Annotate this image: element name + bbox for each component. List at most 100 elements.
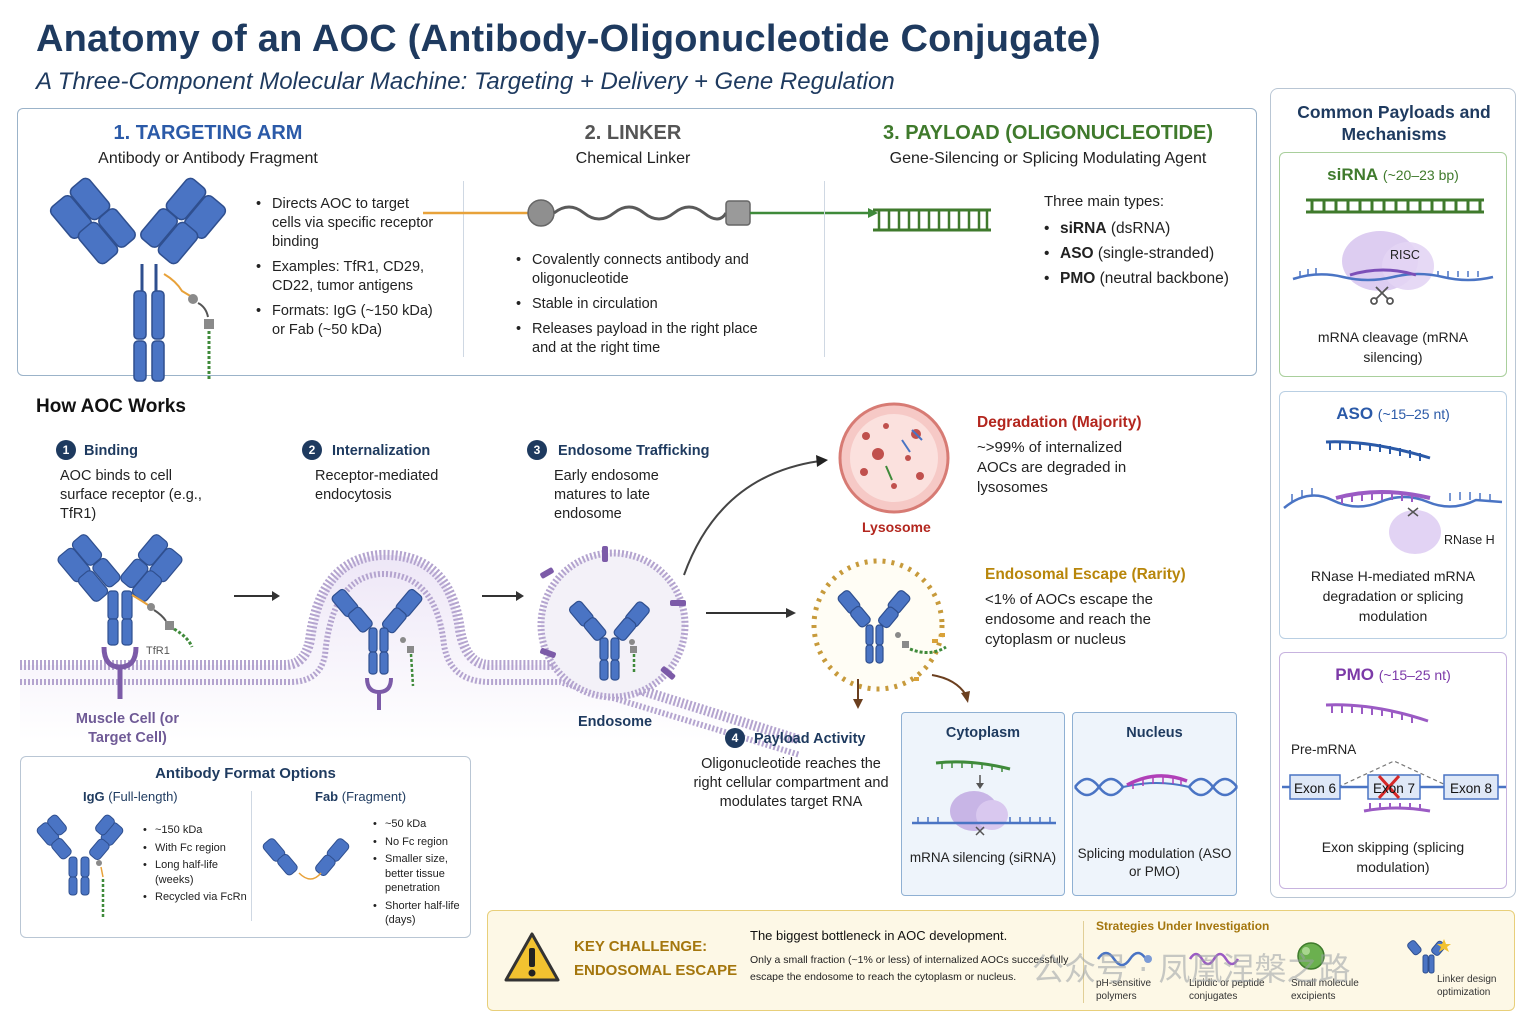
lipid-peptide-icon	[1188, 952, 1240, 966]
linker-icon	[423, 199, 878, 227]
step-2-desc: Receptor-mediated endocytosis	[315, 468, 439, 503]
challenge-label: KEY CHALLENGE: ENDOSOMAL ESCAPE	[574, 938, 738, 979]
payload-types-list: siRNA (dsRNA) ASO (single-stranded) PMO …	[1044, 219, 1254, 294]
arrow-icon	[234, 591, 280, 601]
aso-card: ASO (~15–25 nt) RNase H RNase H-mediated…	[1279, 391, 1507, 639]
warning-icon	[504, 932, 560, 982]
column-divider	[824, 181, 825, 357]
igg-bullets: ~150 kDa With Fc region Long half-life (…	[143, 823, 253, 908]
rnase-h-label: RNase H	[1444, 533, 1495, 547]
watermark: 公众号 · 凤凰涅槃之路	[1032, 950, 1351, 988]
payload-types-heading: Three main types:	[1044, 193, 1165, 210]
step-1-desc: AOC binds to cell surface receptor (e.g.…	[60, 468, 202, 522]
nucleus-title: Nucleus	[1126, 725, 1183, 741]
step-1-badge: 1	[56, 440, 76, 460]
nucleus-splicing-icon	[1074, 774, 1238, 797]
payloads-heading: Common Payloads and Mechanisms	[1297, 102, 1491, 144]
linker-bullet: Covalently connects antibody and oligonu…	[516, 251, 784, 289]
lysosome-label: Lysosome	[862, 519, 931, 535]
exon-8-label: Exon 8	[1449, 781, 1493, 796]
fab-bullet: No Fc region	[373, 835, 469, 850]
fab-bullet: Smaller size, better tissue penetration	[373, 852, 469, 896]
targeting-bullets: Directs AOC to target cells via specific…	[256, 195, 436, 346]
exon-skipping-icon	[1282, 760, 1506, 813]
step-2-badge: 2	[302, 440, 322, 460]
strategies-heading: Strategies Under Investigation	[1096, 919, 1270, 933]
strategy-label: pH-sensitive polymers	[1096, 978, 1152, 1002]
ph-polymer-icon	[1096, 951, 1152, 967]
step-4-title: Payload Activity	[754, 731, 866, 747]
aso-desc: RNase H-mediated mRNA degradation or spl…	[1310, 568, 1476, 624]
step-3-title: Endosome Trafficking	[558, 443, 710, 459]
cytoplasm-box: Cytoplasm mRNA silencing (siRNA)	[901, 712, 1065, 896]
step-4-badge: 4	[725, 728, 745, 748]
cytoplasm-desc: mRNA silencing (siRNA)	[909, 850, 1057, 865]
sirna-desc: mRNA cleavage (mRNA silencing)	[1317, 329, 1469, 365]
pmo-card-title: PMO (~15–25 nt)	[1335, 665, 1451, 684]
targeting-bullet: Examples: TfR1, CD29, CD22, tumor antige…	[256, 258, 436, 296]
page-title: Anatomy of an AOC (Antibody-Oligonucleot…	[36, 18, 1101, 60]
rnase-h-mechanism-icon	[1283, 440, 1503, 554]
strategy-label: Small molecule excipients	[1291, 978, 1359, 1002]
fab-bullets: ~50 kDa No Fc region Smaller size, bette…	[373, 817, 469, 931]
sirna-card-title: siRNA (~20–23 bp)	[1327, 165, 1459, 184]
nucleus-box: Nucleus Splicing modulation (ASO or PMO)	[1072, 712, 1238, 896]
pre-mrna-label: Pre-mRNA	[1291, 742, 1357, 757]
linker-bullet: Releases payload in the right place and …	[516, 320, 784, 358]
targeting-title: 1. TARGETING ARM	[113, 122, 303, 144]
targeting-bullet: Directs AOC to target cells via specific…	[256, 195, 436, 252]
internalization-antibody-icon	[331, 588, 423, 710]
page-subtitle: A Three-Component Molecular Machine: Tar…	[36, 68, 895, 95]
payloads-panel: Common Payloads and Mechanisms siRNA (~2…	[1270, 88, 1516, 898]
challenge-detail: Only a small fraction (~1% or less) of i…	[750, 954, 1069, 983]
step-4-desc: Oligonucleotide reaches the right cellul…	[693, 756, 889, 810]
antibody-binding-icon	[57, 534, 194, 699]
risc-mechanism-icon	[1292, 198, 1494, 305]
challenge-divider	[1083, 921, 1084, 1003]
strategy-label: Lipidic or peptide conjugates	[1189, 978, 1265, 1002]
payload-title: 3. PAYLOAD (OLIGONUCLEOTIDE)	[882, 122, 1214, 144]
igg-title: IgG (Full-length)	[83, 789, 178, 804]
fab-fragment-icon	[262, 838, 350, 880]
risc-label: RISC	[1390, 248, 1420, 262]
sirna-card: siRNA (~20–23 bp) RISC mRN	[1279, 152, 1507, 377]
escaping-endosome-icon	[811, 558, 970, 709]
linker-bullet: Stable in circulation	[516, 295, 784, 314]
degradation-title: Degradation (Majority)	[977, 414, 1142, 431]
payload-type-item: PMO (neutral backbone)	[1044, 269, 1254, 288]
antibody-format-panel: Antibody Format Options IgG (Full-length…	[20, 756, 471, 938]
key-challenge-panel: KEY CHALLENGE: ENDOSOMAL ESCAPE The bigg…	[487, 910, 1515, 1011]
cytoplasm-silencing-icon	[912, 760, 1056, 836]
cell-label: Muscle Cell (or Target Cell)	[75, 711, 180, 746]
pmo-card: PMO (~15–25 nt) Pre-mRNA Exon 6 Exon 7 E…	[1279, 652, 1507, 889]
igg-bullet: Recycled via FcRn	[143, 890, 253, 905]
targeting-subtitle: Antibody or Antibody Fragment	[98, 150, 318, 167]
pmo-strand-icon	[1325, 703, 1429, 723]
escape-desc: <1% of AOCs escape the endosome and reac…	[985, 591, 1154, 648]
exon-7-label: Exon 7	[1372, 781, 1416, 796]
fab-bullet: Shorter half-life (days)	[373, 899, 469, 928]
aso-card-title: ASO (~15–25 nt)	[1336, 404, 1450, 423]
endosome-icon	[537, 546, 689, 701]
step-3-badge: 3	[527, 440, 547, 460]
fab-title: Fab (Fragment)	[315, 789, 407, 804]
pmo-desc: Exon skipping (splicing modulation)	[1321, 839, 1465, 875]
linker-design-icon	[1407, 939, 1451, 974]
strategy-label: Linker design optimization	[1437, 974, 1497, 998]
column-divider	[463, 181, 464, 357]
cytoplasm-title: Cytoplasm	[945, 725, 1021, 741]
curved-arrow-icon	[683, 455, 828, 576]
arrow-icon	[706, 608, 796, 618]
linker-subtitle: Chemical Linker	[575, 150, 691, 167]
degradation-desc: ~>99% of internalized AOCs are degraded …	[977, 439, 1127, 496]
linker-title: 2. LINKER	[584, 122, 682, 144]
antibody-with-payload-icon	[49, 177, 227, 382]
igg-bullet: Long half-life (weeks)	[143, 858, 253, 887]
fab-bullet: ~50 kDa	[373, 817, 469, 832]
payload-subtitle: Gene-Silencing or Splicing Modulating Ag…	[889, 150, 1207, 167]
linker-bullets: Covalently connects antibody and oligonu…	[516, 251, 784, 364]
how-heading: How AOC Works	[36, 396, 186, 417]
endosome-label: Endosome	[578, 714, 653, 730]
step-3-desc: Early endosome matures to late endosome	[554, 468, 659, 522]
format-divider	[251, 791, 252, 921]
